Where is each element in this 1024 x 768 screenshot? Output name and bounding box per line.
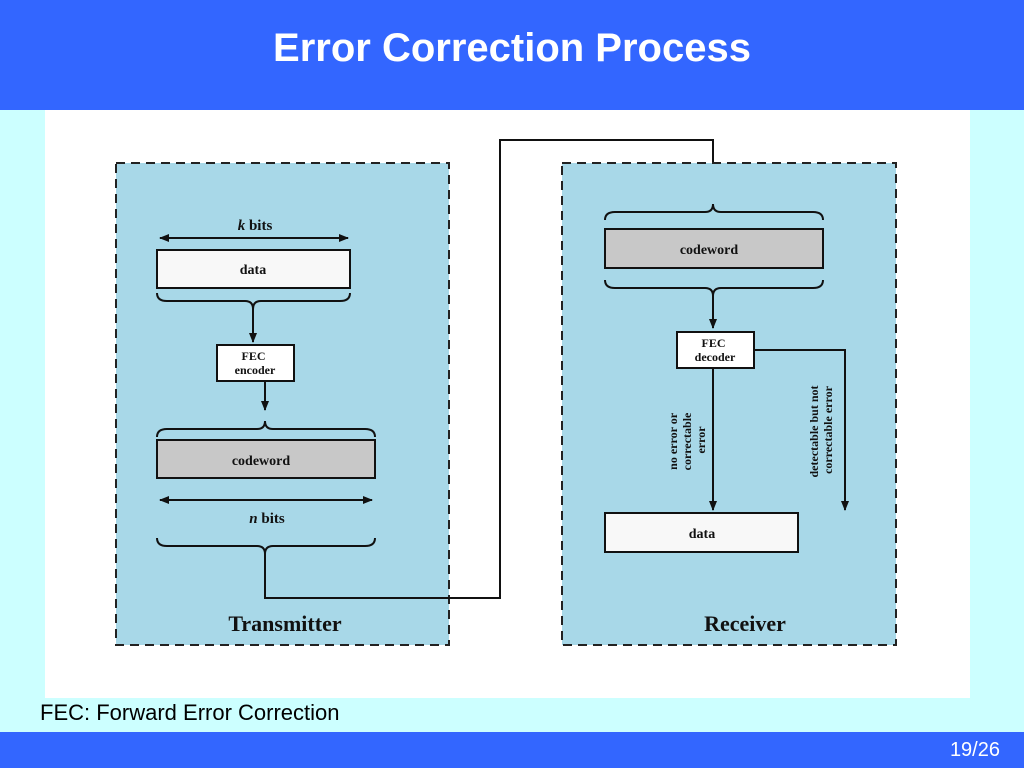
receiver-panel: codeword FEC decoder no error or correct… [561, 162, 897, 646]
error-correction-diagram: k bits data FEC encoder codeword [115, 139, 897, 646]
n-bits-label: n bits [249, 511, 285, 527]
transmitter-data-block [156, 249, 351, 289]
transmitter-title: Transmitter [228, 611, 341, 636]
codeword-top-brace [156, 420, 376, 438]
correctable-path-label: no error or correctable error [666, 410, 708, 471]
fec-encoder-block [216, 344, 295, 382]
receiver-codeword-label: codeword [680, 243, 739, 258]
receiver-data-block [604, 512, 799, 553]
transmitter-data-label: data [240, 263, 266, 278]
receiver-codeword-block [604, 228, 824, 269]
fec-decoder-label: FEC decoder [695, 336, 736, 364]
slide-title: Error Correction Process [273, 26, 751, 70]
title-bar: Error Correction Process [0, 0, 1024, 110]
transmitter-panel: k bits data FEC encoder codeword [115, 162, 450, 646]
footnote: FEC: Forward Error Correction [40, 700, 340, 725]
transmitter-codeword-block [156, 439, 376, 479]
detectable-error-arrow [754, 349, 849, 511]
fec-decoder-block [676, 331, 755, 369]
receiver-data-label: data [689, 527, 715, 542]
channel-link [264, 139, 717, 599]
k-bits-label: k bits [238, 218, 273, 234]
transmitter-codeword-label: codeword [232, 454, 291, 469]
fec-encoder-label: FEC encoder [235, 349, 276, 377]
detectable-path-label: detectable but not correctable error [807, 383, 835, 478]
diagram-figure: k bits data FEC encoder codeword [45, 110, 970, 698]
receiver-title: Receiver [704, 611, 786, 636]
bottom-bar: 19/26 [0, 732, 1024, 768]
receiver-codeword-top-brace [604, 203, 824, 221]
page-number: 19/26 [949, 739, 1000, 761]
